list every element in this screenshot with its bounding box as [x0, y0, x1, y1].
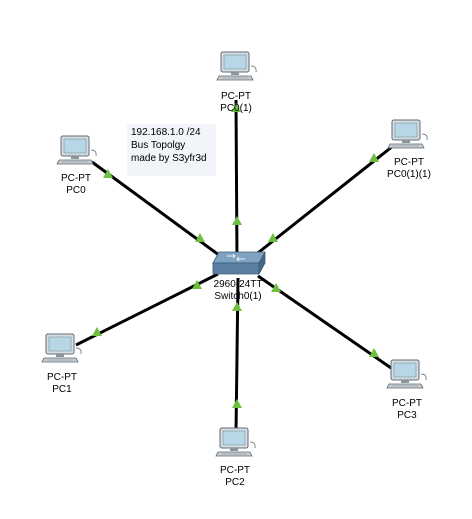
- pc-label-pc2: PC-PT PC2: [205, 465, 265, 489]
- status-triangle: [232, 399, 242, 408]
- device-name: PC2: [225, 477, 245, 488]
- note-line: 192.168.1.0 /24: [131, 127, 201, 138]
- device-name: PC0(1): [220, 103, 252, 114]
- pc-label-pc0: PC-PT PC0: [46, 173, 106, 197]
- pc-icon-pc2[interactable]: [215, 427, 256, 457]
- pc-icon-pc0[interactable]: [56, 135, 97, 165]
- status-triangle: [231, 103, 241, 112]
- pc-label-pc3: PC-PT PC3: [377, 398, 437, 422]
- switch-icon[interactable]: [212, 251, 266, 275]
- device-model: 2960-24TT: [213, 279, 263, 290]
- device-model: PC-PT: [220, 465, 250, 476]
- status-triangle: [195, 233, 205, 242]
- status-triangle: [369, 153, 379, 162]
- pc-icon-pc0-1[interactable]: [216, 51, 257, 81]
- note-line: made by S3yfr3d: [131, 153, 207, 164]
- device-model: PC-PT: [61, 173, 91, 184]
- status-triangle: [232, 302, 242, 311]
- switch-label: 2960-24TT Switch0(1): [203, 279, 273, 303]
- device-model: PC-PT: [394, 157, 424, 168]
- status-triangle: [369, 348, 379, 357]
- status-triangle: [271, 283, 281, 292]
- pc-icon-pc1[interactable]: [41, 333, 82, 363]
- note-line: Bus Topolgy: [131, 140, 186, 151]
- topology-note[interactable]: 192.168.1.0 /24 Bus Topolgy made by S3yf…: [127, 124, 216, 176]
- status-triangle: [103, 169, 113, 178]
- status-triangle: [92, 327, 102, 336]
- device-model: PC-PT: [47, 372, 77, 383]
- device-name: Switch0(1): [214, 291, 262, 302]
- pc-label-pc1: PC-PT PC1: [32, 372, 92, 396]
- device-model: PC-PT: [392, 398, 422, 409]
- status-triangle: [232, 216, 242, 225]
- pc-label-pc0-1: PC-PT PC0(1): [206, 91, 266, 115]
- pc-label-pc0-1-1: PC-PT PC0(1)(1): [374, 157, 444, 181]
- status-triangle: [192, 280, 202, 289]
- device-name: PC1: [52, 384, 72, 395]
- device-name: PC0(1)(1): [387, 169, 431, 180]
- link-pc0-1[interactable]: [234, 99, 239, 263]
- device-model: PC-PT: [221, 91, 251, 102]
- status-triangle: [268, 233, 278, 242]
- device-name: PC3: [397, 410, 417, 421]
- pc-icon-pc0-1-1[interactable]: [387, 119, 428, 149]
- device-name: PC0: [66, 185, 86, 196]
- link-pc0-1-1[interactable]: [253, 144, 394, 258]
- pc-icon-pc3[interactable]: [386, 359, 427, 389]
- link-status-indicators: [92, 103, 379, 408]
